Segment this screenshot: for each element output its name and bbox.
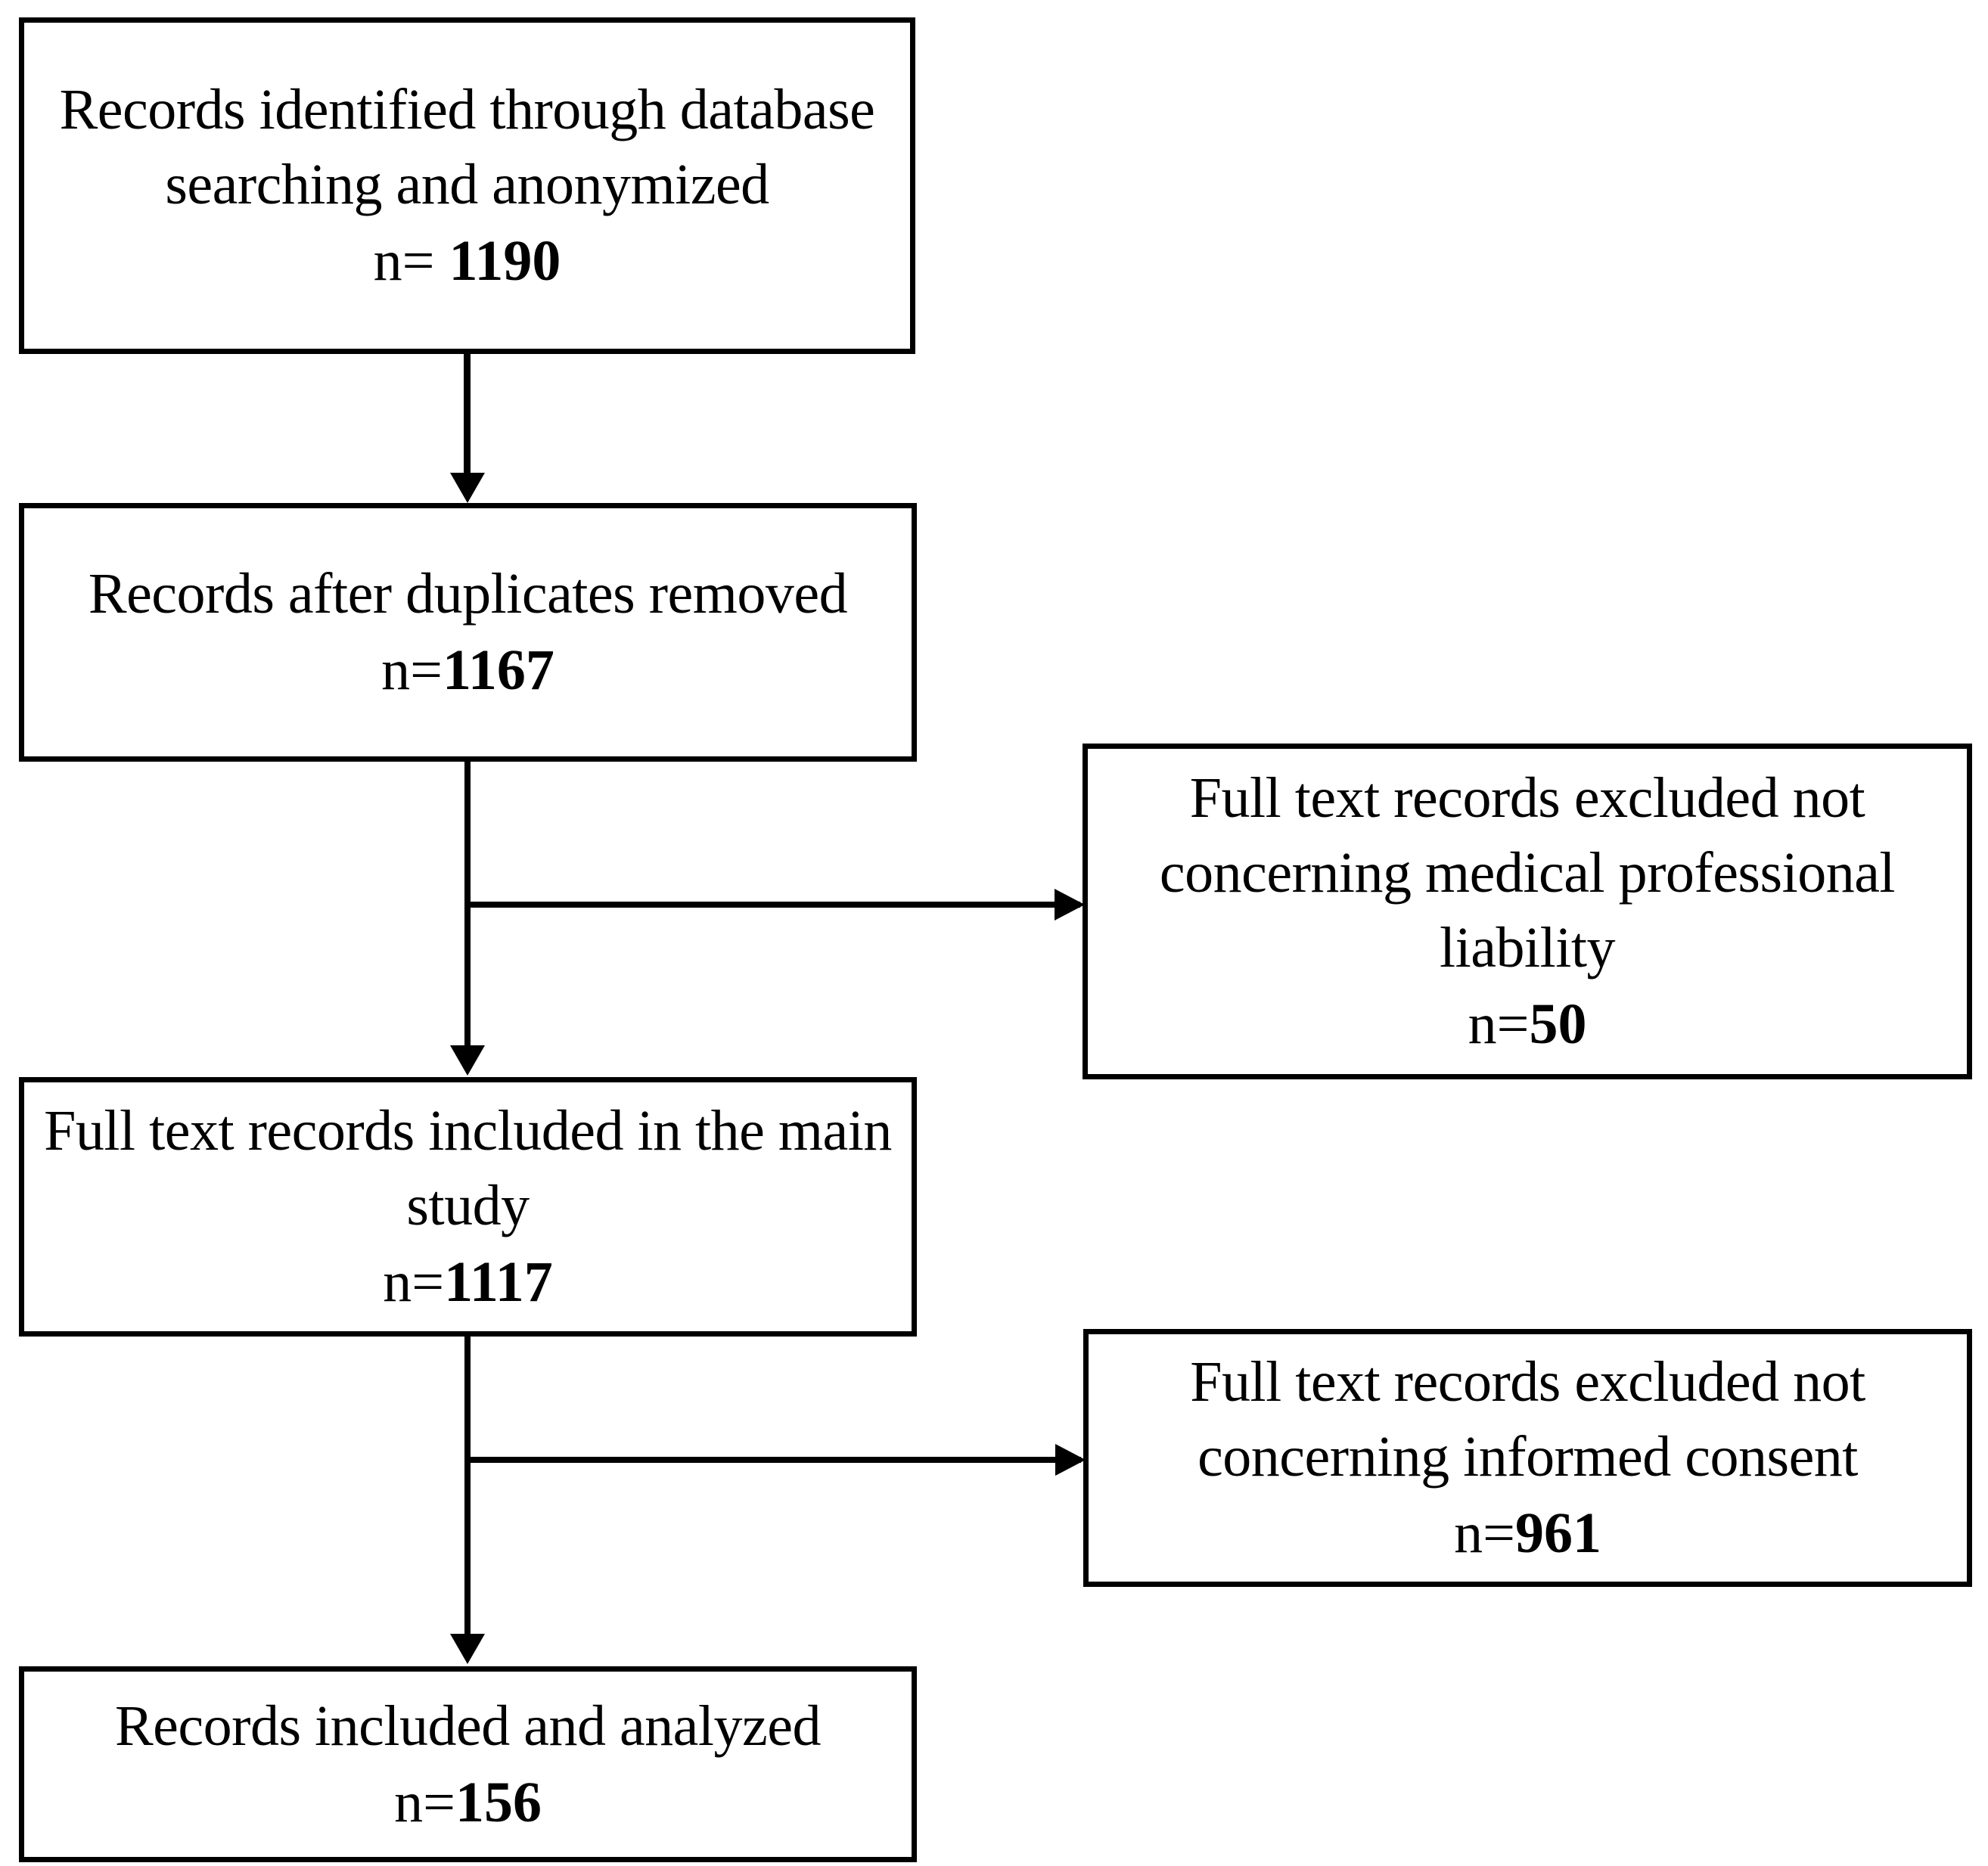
edge-deduplicated-to-included-main-arrowhead: [450, 1045, 485, 1076]
node-records-analyzed: Records included and analyzed n=156: [19, 1666, 917, 1862]
edge-deduplicated-to-excluded-liability-arrowhead: [1055, 889, 1085, 921]
node-excluded-liability-count-value: 50: [1529, 992, 1587, 1056]
edge-identified-to-deduplicated-arrowhead: [450, 473, 485, 503]
node-records-deduplicated-count-value: 1167: [443, 638, 554, 702]
node-excluded-liability-count-prefix: n=: [1468, 992, 1530, 1056]
node-records-identified: Records identified through database sear…: [19, 17, 915, 354]
edge-deduplicated-to-excluded-liability-line: [467, 902, 1080, 908]
edge-included-main-to-excluded-consent-line: [467, 1457, 1081, 1463]
node-records-deduplicated-count-prefix: n=: [381, 638, 443, 702]
node-records-deduplicated-count: n=1167: [381, 633, 554, 708]
node-records-identified-label: Records identified through database sear…: [59, 78, 875, 217]
node-records-identified-count-prefix: n=: [373, 228, 449, 293]
edge-included-main-to-excluded-consent-arrowhead: [1055, 1444, 1086, 1476]
node-records-deduplicated-label: Records after duplicates removed: [88, 562, 848, 626]
node-records-analyzed-count-value: 156: [455, 1770, 542, 1834]
edge-included-main-to-analyzed-arrowhead: [450, 1634, 485, 1664]
node-included-main-study-count-prefix: n=: [383, 1250, 445, 1314]
edge-included-main-to-analyzed-line: [464, 1337, 471, 1638]
node-included-main-study: Full text records included in the main s…: [19, 1077, 917, 1337]
node-excluded-consent-label: Full text records excluded not concernin…: [1190, 1350, 1865, 1489]
node-excluded-liability-label: Full text records excluded not concernin…: [1159, 766, 1896, 980]
node-records-identified-count-value: 1190: [449, 228, 561, 293]
node-excluded-liability: Full text records excluded not concernin…: [1083, 744, 1972, 1079]
edge-identified-to-deduplicated-line: [464, 354, 471, 477]
node-excluded-consent: Full text records excluded not concernin…: [1083, 1329, 1972, 1587]
node-excluded-consent-count-prefix: n=: [1454, 1501, 1515, 1565]
node-excluded-consent-count: n=961: [1454, 1496, 1601, 1571]
node-records-analyzed-label: Records included and analyzed: [114, 1694, 822, 1758]
node-excluded-consent-count-value: 961: [1514, 1501, 1601, 1565]
node-records-analyzed-count-prefix: n=: [394, 1770, 455, 1834]
node-included-main-study-count-value: 1117: [444, 1250, 553, 1314]
node-records-identified-count: n= 1190: [374, 224, 561, 299]
node-records-deduplicated: Records after duplicates removed n=1167: [19, 503, 917, 762]
node-included-main-study-count: n=1117: [383, 1245, 553, 1320]
node-excluded-liability-count: n=50: [1468, 987, 1587, 1062]
node-included-main-study-label: Full text records included in the main s…: [44, 1099, 892, 1238]
node-records-analyzed-count: n=156: [394, 1765, 542, 1840]
